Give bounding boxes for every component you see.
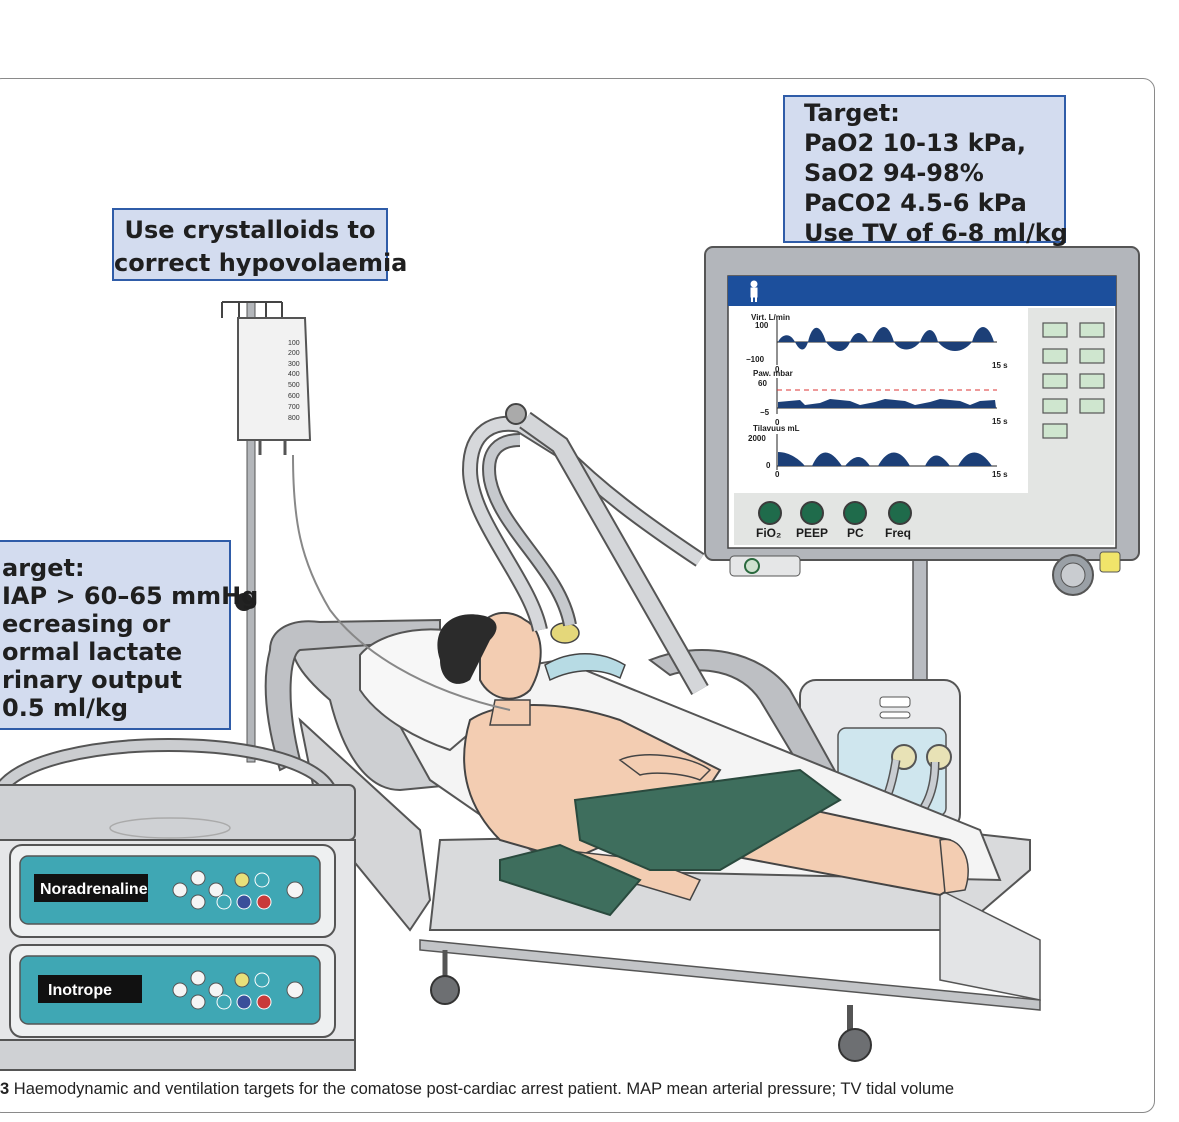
pressure-graph-bottom: −5 — [760, 408, 770, 417]
crystalloids-target-box: Use crystalloids to correct hypovolaemia — [112, 208, 408, 281]
volume-graph-end: 15 s — [992, 470, 1008, 479]
crystalloids-line-2: correct hypovolaemia — [114, 249, 408, 277]
pump-label-noradrenaline: Noradrenaline — [40, 881, 148, 898]
pump-label-inotrope: Inotrope — [48, 982, 112, 999]
volume-graph-zero: 0 — [775, 470, 780, 479]
patient-icon — [750, 280, 758, 302]
flow-waveform — [776, 320, 997, 365]
haemodynamic-line-4: ormal lactate — [2, 638, 183, 666]
haemodynamic-line-2: IAP > 60–65 mmHg — [2, 582, 259, 610]
knob-label-freq: Freq — [885, 526, 911, 540]
infusion-pump-stack — [0, 738, 356, 1071]
iv-bag — [237, 317, 312, 441]
knob-label-peep: PEEP — [796, 526, 828, 540]
pump-keys — [216, 872, 272, 1010]
haemodynamic-line-6: 0.5 ml/kg — [2, 694, 129, 722]
haemodynamic-target-box: arget: IAP > 60–65 mmHg ecreasing or orm… — [0, 540, 259, 730]
flow-graph-bottom: −100 — [746, 355, 765, 364]
ventilator-knobs — [758, 501, 912, 525]
ventilation-target-box: Target: PaO2 10-13 kPa, SaO2 94-98% PaCO… — [783, 95, 1068, 247]
bag-scale-600: 600 — [288, 393, 300, 400]
pressure-graph-end: 15 s — [992, 417, 1008, 426]
bag-scale-200: 200 — [288, 350, 300, 357]
flow-graph-top: 100 — [755, 321, 769, 330]
iv-line — [292, 454, 511, 711]
flow-graph-zero: 0 — [775, 365, 780, 374]
bag-scale-500: 500 — [288, 382, 300, 389]
flow-graph-title: Virt. L/min — [751, 313, 790, 322]
figure-frame — [0, 78, 1155, 1113]
bag-scale-800: 800 — [288, 415, 300, 422]
crystalloids-line-1: Use crystalloids to — [124, 216, 376, 244]
ventilator-tubing — [461, 403, 709, 695]
ventilation-line-4: PaCO2 4.5-6 kPa — [804, 189, 1027, 217]
haemodynamic-line-3: ecreasing or — [2, 610, 171, 638]
pressure-graph-title: Paw. mbar — [753, 369, 793, 378]
bag-scale-400: 400 — [288, 371, 300, 378]
volume-graph-bottom: 0 — [766, 461, 771, 470]
volume-graph-title: Tilavuus mL — [753, 424, 800, 433]
bag-scale-300: 300 — [288, 361, 300, 368]
knob-label-pc: PC — [847, 526, 864, 540]
haemodynamic-line-5: rinary output — [2, 666, 182, 694]
caption-text: Haemodynamic and ventilation targets for… — [9, 1080, 955, 1098]
volume-waveform — [776, 434, 997, 470]
flow-graph-end: 15 s — [992, 361, 1008, 370]
ventilation-line-5: Use TV of 6-8 ml/kg — [804, 219, 1068, 247]
patient — [437, 611, 969, 917]
haemodynamic-line-1: arget: — [2, 554, 85, 582]
bag-scale-700: 700 — [288, 404, 300, 411]
ventilation-line-2: PaO2 10-13 kPa, — [804, 129, 1026, 157]
screen-header-bar — [728, 276, 1116, 306]
knob-label-fio2: FiO₂ — [756, 526, 781, 540]
iv-pole — [221, 301, 511, 763]
ventilation-line-1: Target: — [804, 99, 900, 127]
ventilator-monitor — [704, 246, 1140, 596]
figure-number: 3 — [0, 1080, 10, 1098]
pressure-graph-zero: 0 — [775, 418, 780, 427]
ventilation-line-3: SaO2 94-98% — [804, 159, 984, 187]
ventilator-soft-keys — [1042, 322, 1105, 439]
pressure-waveform — [776, 378, 997, 414]
bag-scale-100: 100 — [288, 340, 300, 347]
pressure-graph-top: 60 — [758, 379, 767, 388]
volume-graph-top: 2000 — [748, 434, 766, 443]
figure-caption: 3 Haemodynamic and ventilation targets f… — [0, 1080, 954, 1099]
